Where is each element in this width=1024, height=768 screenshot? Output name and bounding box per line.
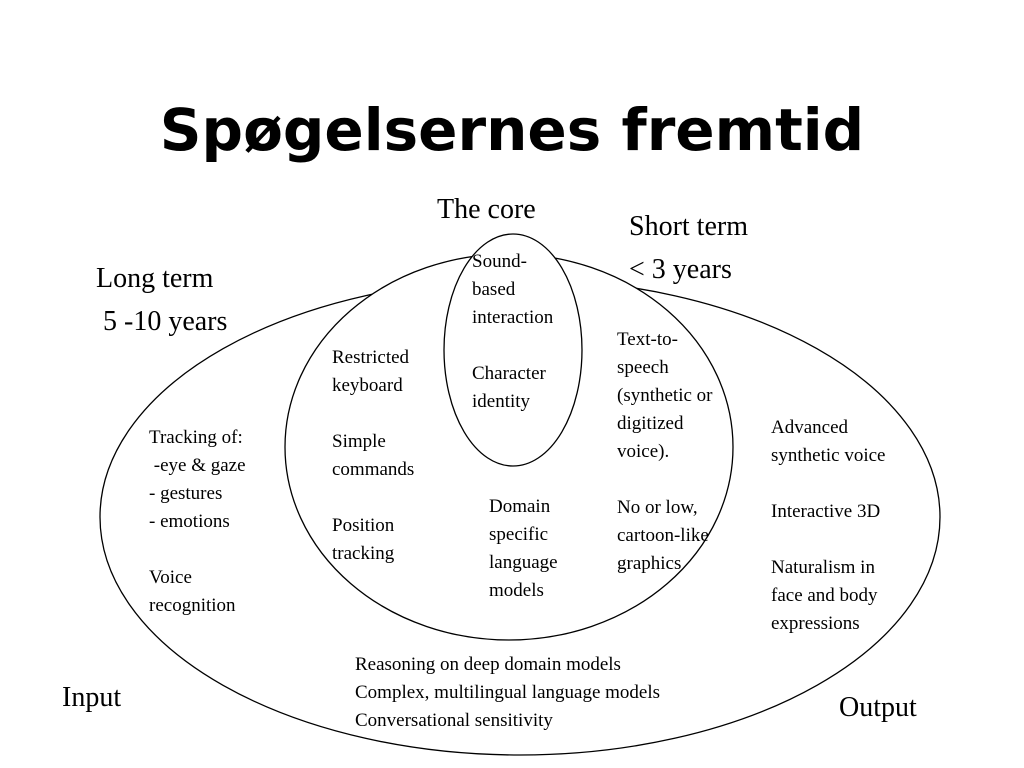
short-term-label: Short term < 3 years (629, 211, 748, 285)
middle-bottom-text: Domain specific language models (489, 496, 558, 601)
slide-title: Spøgelsernes fremtid (159, 96, 865, 164)
input-label: Input (62, 682, 122, 713)
outer-bottom-text: Reasoning on deep domain models Complex,… (355, 654, 661, 731)
middle-right-text: Text-to- speech (synthetic or digitized … (617, 329, 713, 574)
middle-left-text: Restricted keyboard Simple commands Posi… (332, 347, 415, 564)
output-label: Output (839, 692, 917, 723)
outer-left-text: Tracking of: -eye & gaze - gestures - em… (149, 427, 246, 616)
inner-ellipse-core (443, 233, 583, 467)
outer-right-text: Advanced synthetic voice Interactive 3D … (771, 417, 886, 634)
core-text: Sound- based interaction Character ident… (472, 251, 554, 412)
core-label: The core (437, 194, 536, 225)
long-term-label: Long term 5 -10 years (96, 263, 228, 337)
